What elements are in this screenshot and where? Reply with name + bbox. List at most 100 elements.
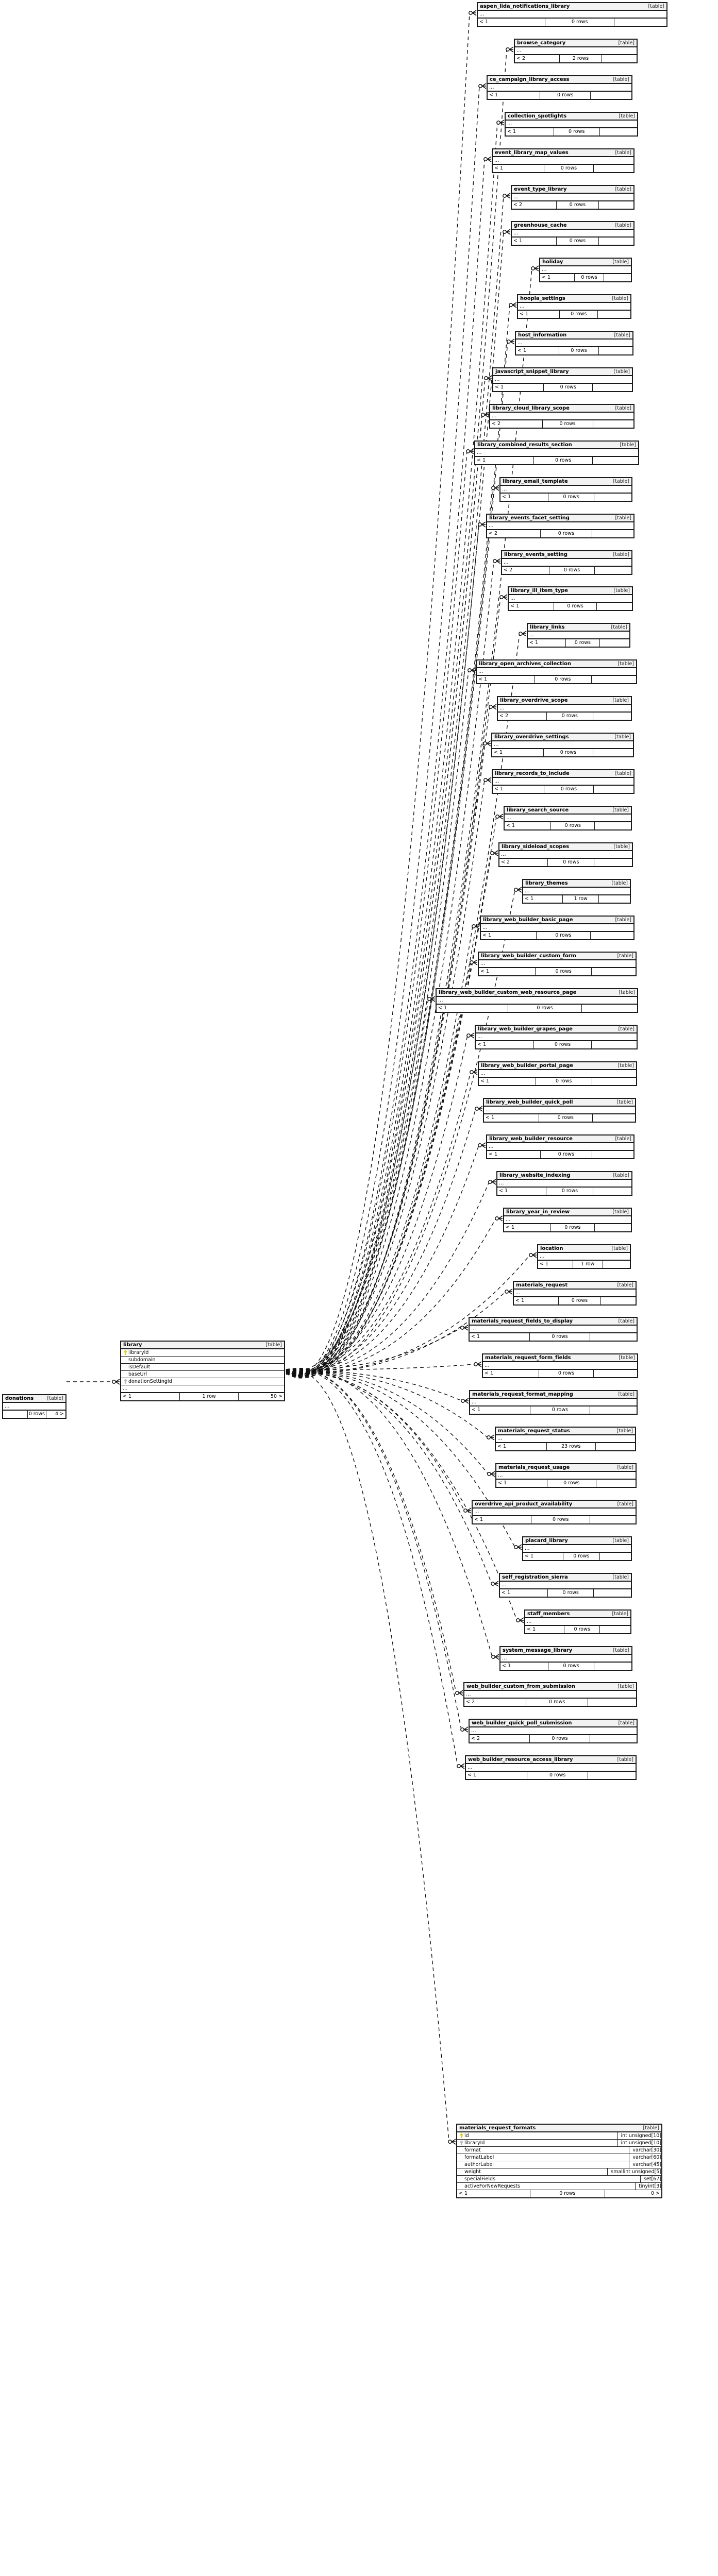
table-node[interactable]: library_web_builder_custom_form[table]..… <box>478 952 637 976</box>
footer-parents[interactable]: < 1 <box>518 311 560 318</box>
collapsed-columns-ellipsis[interactable]: ... <box>506 121 637 128</box>
footer-children[interactable] <box>590 1406 637 1414</box>
table-header[interactable]: self_registration_sierra[table] <box>500 1574 631 1582</box>
table-header[interactable]: aspen_lida_notifications_library[table] <box>478 3 666 11</box>
footer-parents[interactable]: < 1 <box>481 932 537 939</box>
table-node[interactable]: materials_request_form_fields[table]...<… <box>482 1353 638 1378</box>
table-node[interactable]: web_builder_custom_from_submission[table… <box>463 1682 637 1707</box>
footer-parents[interactable]: < 1 <box>509 603 555 610</box>
footer-parents[interactable]: < 1 <box>523 1553 564 1560</box>
footer-children[interactable] <box>601 1297 636 1304</box>
footer-children[interactable] <box>592 1151 633 1158</box>
footer-parents[interactable]: < 1 <box>483 1370 539 1377</box>
table-node[interactable]: library_web_builder_grapes_page[table]..… <box>475 1025 638 1049</box>
table-node[interactable]: web_builder_quick_poll_submission[table]… <box>469 1719 638 1743</box>
footer-children[interactable] <box>599 201 633 209</box>
footer-children[interactable] <box>591 92 631 99</box>
table-header[interactable]: placard_library[table] <box>523 1537 631 1545</box>
footer-children[interactable] <box>592 676 636 683</box>
collapsed-columns-ellipsis[interactable]: ... <box>121 1385 284 1393</box>
table-header[interactable]: web_builder_custom_from_submission[table… <box>464 1683 636 1691</box>
footer-children[interactable] <box>595 1224 631 1231</box>
table-header[interactable]: library_events_setting[table] <box>502 551 631 559</box>
table-header[interactable]: web_builder_quick_poll_submission[table] <box>470 1720 637 1727</box>
table-header[interactable]: materials_request[table] <box>514 1282 636 1290</box>
collapsed-columns-ellipsis[interactable]: ... <box>493 778 633 786</box>
footer-children[interactable] <box>593 384 632 391</box>
collapsed-columns-ellipsis[interactable]: ... <box>502 559 631 567</box>
collapsed-columns-ellipsis[interactable]: ... <box>516 340 632 347</box>
footer-parents[interactable]: < 1 <box>121 1393 180 1400</box>
collapsed-columns-ellipsis[interactable]: ... <box>493 157 633 165</box>
table-header[interactable]: library_web_builder_portal_page[table] <box>479 1062 636 1070</box>
table-header[interactable]: library_web_builder_custom_web_resource_… <box>437 989 637 997</box>
footer-parents[interactable]: < 1 <box>457 2190 530 2197</box>
footer-children[interactable] <box>614 19 666 26</box>
table-header[interactable]: event_type_library[table] <box>512 186 633 194</box>
collapsed-columns-ellipsis[interactable]: ... <box>505 815 631 822</box>
table-node[interactable]: materials_request_fields_to_display[tabl… <box>469 1317 638 1342</box>
collapsed-columns-ellipsis[interactable]: ... <box>500 1582 631 1589</box>
footer-parents[interactable]: < 1 <box>493 165 544 172</box>
footer-parents[interactable]: < 1 <box>484 1114 539 1122</box>
collapsed-columns-ellipsis[interactable]: ... <box>479 960 636 968</box>
footer-parents[interactable]: < 1 <box>470 1333 530 1341</box>
footer-parents[interactable]: < 1 <box>523 895 563 903</box>
table-node[interactable]: library_events_facet_setting[table]...< … <box>486 514 634 538</box>
table-column[interactable]: baseUrl <box>121 1371 284 1378</box>
table-node[interactable]: materials_request_format_mapping[table].… <box>469 1390 638 1415</box>
table-header[interactable]: library_events_facet_setting[table] <box>487 515 633 522</box>
footer-parents[interactable]: < 1 <box>500 1663 549 1670</box>
table-header[interactable]: web_builder_resource_access_library[tabl… <box>466 1756 636 1764</box>
collapsed-columns-ellipsis[interactable]: ... <box>498 705 631 713</box>
table-header[interactable]: materials_request_status[table] <box>496 1428 635 1435</box>
footer-children[interactable] <box>592 530 633 537</box>
table-header[interactable]: library_web_builder_grapes_page[table] <box>476 1026 637 1033</box>
footer-children[interactable] <box>592 1041 637 1048</box>
table-header[interactable]: library_website_indexing[table] <box>497 1172 631 1180</box>
footer-parents[interactable]: < 1 <box>492 749 544 756</box>
footer-parents[interactable]: < 2 <box>512 201 557 209</box>
footer-children[interactable] <box>588 1699 636 1706</box>
footer-parents[interactable]: < 2 <box>464 1699 527 1706</box>
footer-children[interactable] <box>582 1005 637 1012</box>
collapsed-columns-ellipsis[interactable]: ... <box>475 449 638 457</box>
footer-children[interactable] <box>602 55 637 62</box>
collapsed-columns-ellipsis[interactable]: ... <box>492 741 633 749</box>
collapsed-columns-ellipsis[interactable]: ... <box>470 1326 637 1333</box>
table-node[interactable]: web_builder_resource_access_library[tabl… <box>465 1755 637 1780</box>
collapsed-columns-ellipsis[interactable]: ... <box>493 376 632 384</box>
footer-children[interactable] <box>594 494 631 501</box>
collapsed-columns-ellipsis[interactable]: ... <box>512 194 633 201</box>
footer-parents[interactable]: < 2 <box>487 530 541 537</box>
footer-parents[interactable]: < 1 <box>514 1297 559 1304</box>
collapsed-columns-ellipsis[interactable]: ... <box>487 1143 633 1151</box>
footer-children[interactable] <box>594 1589 631 1597</box>
table-header[interactable]: holiday[table] <box>540 259 631 266</box>
collapsed-columns-ellipsis[interactable]: ... <box>523 1545 631 1553</box>
footer-children[interactable] <box>600 1553 631 1560</box>
footer-parents[interactable]: < 2 <box>499 859 548 866</box>
table-header[interactable]: library_overdrive_settings[table] <box>492 734 633 741</box>
footer-parents[interactable]: < 2 <box>470 1735 530 1742</box>
